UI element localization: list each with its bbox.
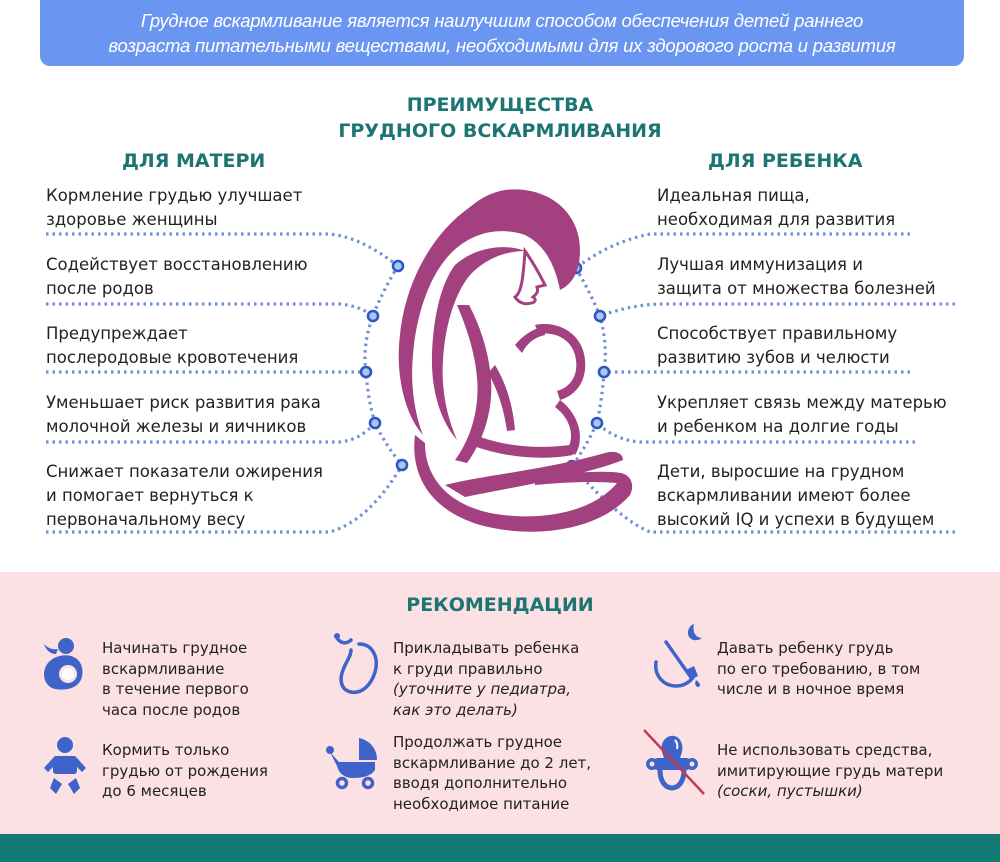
- benefit-text: необходимая для развития: [657, 210, 896, 229]
- benefit-text: Уменьшает риск развития рака: [46, 393, 321, 412]
- benefit-text: Дети, выросшие на грудном: [657, 462, 905, 481]
- rec-text: вскармливание: [102, 659, 225, 678]
- child-benefit-5: Дети, выросшие на грудном вскармливании …: [657, 460, 934, 532]
- for-mother-heading: ДЛЯ МАТЕРИ: [122, 150, 266, 172]
- rec-text: часа после родов: [102, 700, 241, 719]
- benefit-text: и помогает вернуться к: [46, 486, 254, 505]
- rec-text: в течение первого: [102, 680, 249, 698]
- mother-benefit-5: Снижает показатели ожирения и помогает в…: [46, 460, 323, 532]
- rec-note: (соски, пустышки): [717, 782, 863, 800]
- rec-text: к груди правильно: [393, 659, 543, 678]
- child-benefit-1: Идеальная пища, необходимая для развития: [657, 184, 895, 232]
- recommendation-2: Прикладывать ребенка к груди правильно (…: [393, 638, 579, 720]
- rec-text: необходимое питание: [393, 794, 570, 813]
- footer-bar: [0, 834, 1000, 862]
- intro-banner: Грудное вскармливание является наилучшим…: [40, 0, 964, 66]
- rec-text: имитирующие грудь матери: [717, 761, 944, 780]
- rec-text: Кормить только: [102, 741, 230, 759]
- benefit-text: первоначальному весу: [46, 510, 246, 529]
- child-benefit-4: Укрепляет связь между матерью и ребенком…: [657, 391, 947, 439]
- rec-text: числе и в ночное время: [717, 680, 905, 698]
- recommendations-section: РЕКОМЕНДАЦИИ Начинать грудное вскармлива…: [0, 572, 1000, 834]
- child-benefit-2: Лучшая иммунизация и защита от множества…: [657, 253, 936, 301]
- page-title: ПРЕИМУЩЕСТВА ГРУДНОГО ВСКАРМЛИВАНИЯ: [0, 92, 1000, 144]
- benefit-text: здоровье женщины: [46, 210, 218, 229]
- rec-text: вскармливание до 2 лет,: [393, 753, 592, 772]
- rec-note: как это делать): [393, 700, 518, 719]
- benefit-text: после родов: [46, 279, 154, 298]
- recommendation-5: Продолжать грудное вскармливание до 2 ле…: [393, 732, 591, 814]
- rec-text: грудью от рождения: [102, 761, 268, 780]
- benefit-text: и ребенком на долгие годы: [657, 417, 899, 436]
- mother-benefit-3: Предупреждает послеродовые кровотечения: [46, 322, 298, 370]
- mother-benefit-2: Содействует восстановлению после родов: [46, 253, 307, 301]
- benefit-text: Укрепляет связь между матерью: [657, 393, 947, 412]
- baby-icon: [44, 737, 86, 794]
- child-benefit-3: Способствует правильному развитию зубов …: [657, 322, 897, 370]
- benefit-text: Содействует восстановлению: [46, 255, 308, 274]
- benefit-text: вскармливании имеют более: [657, 486, 911, 505]
- rec-text: Прикладывать ребенка: [393, 639, 580, 657]
- for-child-heading: ДЛЯ РЕБЕНКА: [708, 150, 863, 172]
- benefit-text: Лучшая иммунизация и: [657, 255, 863, 274]
- benefit-text: высокий IQ и успехи в будущем: [657, 510, 935, 529]
- benefit-text: Снижает показатели ожирения: [46, 462, 323, 481]
- rec-text: по его требованию, в том: [717, 659, 921, 678]
- recommendation-4: Кормить только грудью от рождения до 6 м…: [102, 740, 268, 802]
- recommendation-1: Начинать грудное вскармливание в течение…: [102, 638, 249, 720]
- mother-benefit-1: Кормление грудью улучшает здоровье женщи…: [46, 184, 302, 232]
- benefit-text: Предупреждает: [46, 324, 188, 343]
- breast-latch-icon: [334, 633, 378, 695]
- recommendations-heading: РЕКОМЕНДАЦИИ: [406, 594, 594, 616]
- benefit-text: Способствует правильному: [657, 324, 898, 343]
- benefit-text: развитию зубов и челюсти: [657, 348, 890, 367]
- benefit-text: послеродовые кровотечения: [46, 348, 299, 367]
- mother-baby-illustration: [398, 189, 633, 532]
- mother-benefit-4: Уменьшает риск развития рака молочной же…: [46, 391, 321, 439]
- stroller-icon: [326, 738, 377, 790]
- benefit-text: Идеальная пища,: [657, 186, 810, 205]
- breastfeeding-mother-icon: [44, 638, 83, 690]
- rec-note: (уточните у педиатра,: [393, 680, 572, 698]
- page-title-line-1: ПРЕИМУЩЕСТВА: [406, 94, 594, 116]
- page-title-line-2: ГРУДНОГО ВСКАРМЛИВАНИЯ: [338, 120, 662, 142]
- rec-text: вводя дополнительно: [393, 774, 568, 792]
- intro-line-1: Грудное вскармливание является наилучшим…: [140, 10, 864, 31]
- no-pacifier-icon: [643, 729, 705, 795]
- rec-text: Продолжать грудное: [393, 733, 563, 751]
- benefit-text: Кормление грудью улучшает: [46, 186, 303, 205]
- rec-text: до 6 месяцев: [102, 782, 207, 800]
- night-feeding-icon: [654, 624, 702, 688]
- rec-text: Давать ребенку грудь: [717, 639, 894, 657]
- benefit-text: защита от множества болезней: [657, 279, 936, 298]
- intro-line-2: возраста питательными веществами, необхо…: [108, 35, 896, 56]
- benefit-text: молочной железы и яичников: [46, 417, 307, 436]
- rec-text: Не использовать средства,: [717, 741, 933, 759]
- rec-text: Начинать грудное: [102, 639, 248, 657]
- recommendation-3: Давать ребенку грудь по его требованию, …: [717, 638, 920, 700]
- recommendation-6: Не использовать средства, имитирующие гр…: [717, 740, 943, 802]
